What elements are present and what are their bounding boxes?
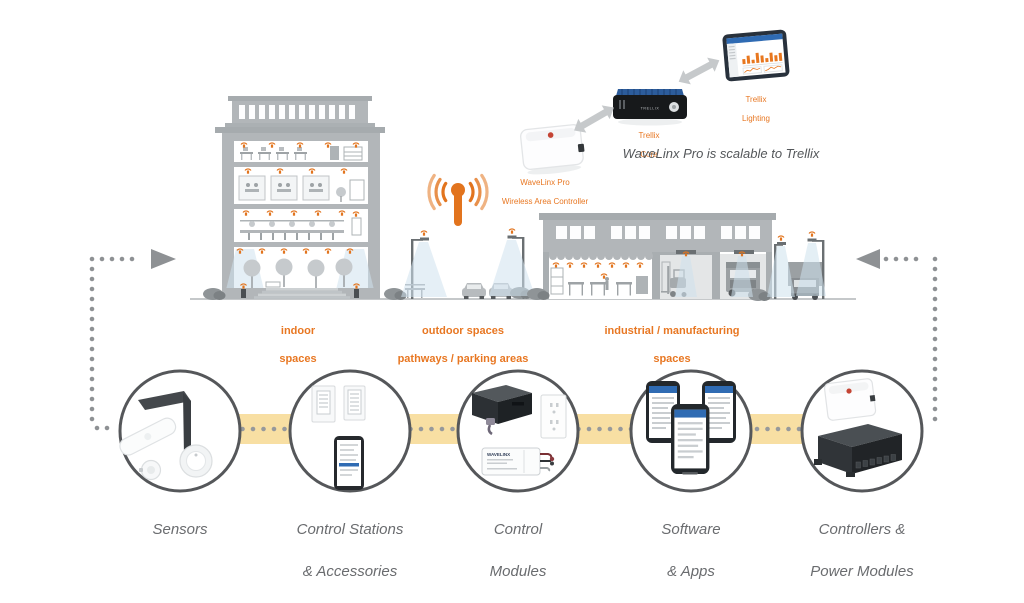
scene-art: TRELLIX bbox=[89, 29, 938, 493]
scalability-caption: WaveLinx Pro is scalable to Trellix bbox=[622, 146, 820, 161]
wireless-antenna-icon bbox=[427, 173, 489, 226]
tablet-bar-chart bbox=[742, 52, 783, 65]
category-label-controllers: Controllers & Power Modules bbox=[810, 521, 914, 580]
industrial-building bbox=[527, 213, 826, 301]
loop-arrow-right bbox=[856, 249, 880, 269]
tablet-label-line1: Trellix bbox=[745, 94, 767, 104]
wac-device bbox=[520, 124, 585, 175]
zone-label-industrial: industrial / manufacturing spaces bbox=[604, 325, 740, 365]
category-label-software-apps: Software & Apps bbox=[661, 521, 721, 580]
core-device-text: TRELLIX bbox=[641, 107, 660, 111]
zone-label-indoor: indoor spaces bbox=[279, 325, 317, 365]
software-apps-products bbox=[646, 381, 736, 475]
control-stations-products bbox=[311, 385, 366, 490]
core-label: Trellix Core bbox=[610, 121, 688, 169]
core-label-line1: Trellix bbox=[638, 130, 660, 140]
control-modules-products: WAVELINX bbox=[472, 385, 567, 476]
wac-label: WaveLinx Pro Wireless Area Controller bbox=[480, 168, 610, 216]
loop-connector-left bbox=[89, 256, 145, 431]
office-building bbox=[203, 96, 407, 300]
category-label-control-modules: Control Modules bbox=[489, 521, 547, 580]
category-label-control-stations: Control Stations & Accessories bbox=[296, 521, 404, 580]
circle-sensors bbox=[118, 369, 242, 493]
infographic-stage: TRELLIX bbox=[89, 29, 938, 580]
module-device-text: WAVELINX bbox=[487, 452, 510, 457]
category-label-sensors: Sensors bbox=[152, 521, 208, 538]
zone-label-outdoor: outdoor spaces pathways / parking areas bbox=[397, 325, 529, 365]
trellix-tablet bbox=[722, 29, 790, 82]
trellix-core-device: TRELLIX bbox=[613, 89, 687, 126]
tablet-label-line2: Lighting bbox=[741, 113, 771, 123]
outdoor-spaces bbox=[401, 173, 535, 299]
wac-label-line2: Wireless Area Controller bbox=[501, 196, 589, 206]
wac-label-line1: WaveLinx Pro bbox=[520, 177, 570, 187]
controllers-products bbox=[814, 378, 902, 477]
loop-arrow-left bbox=[151, 249, 176, 269]
sensors-products bbox=[119, 391, 213, 481]
core-label-line2: Core bbox=[640, 149, 658, 159]
tablet-label: Trellix Lighting bbox=[716, 85, 796, 133]
